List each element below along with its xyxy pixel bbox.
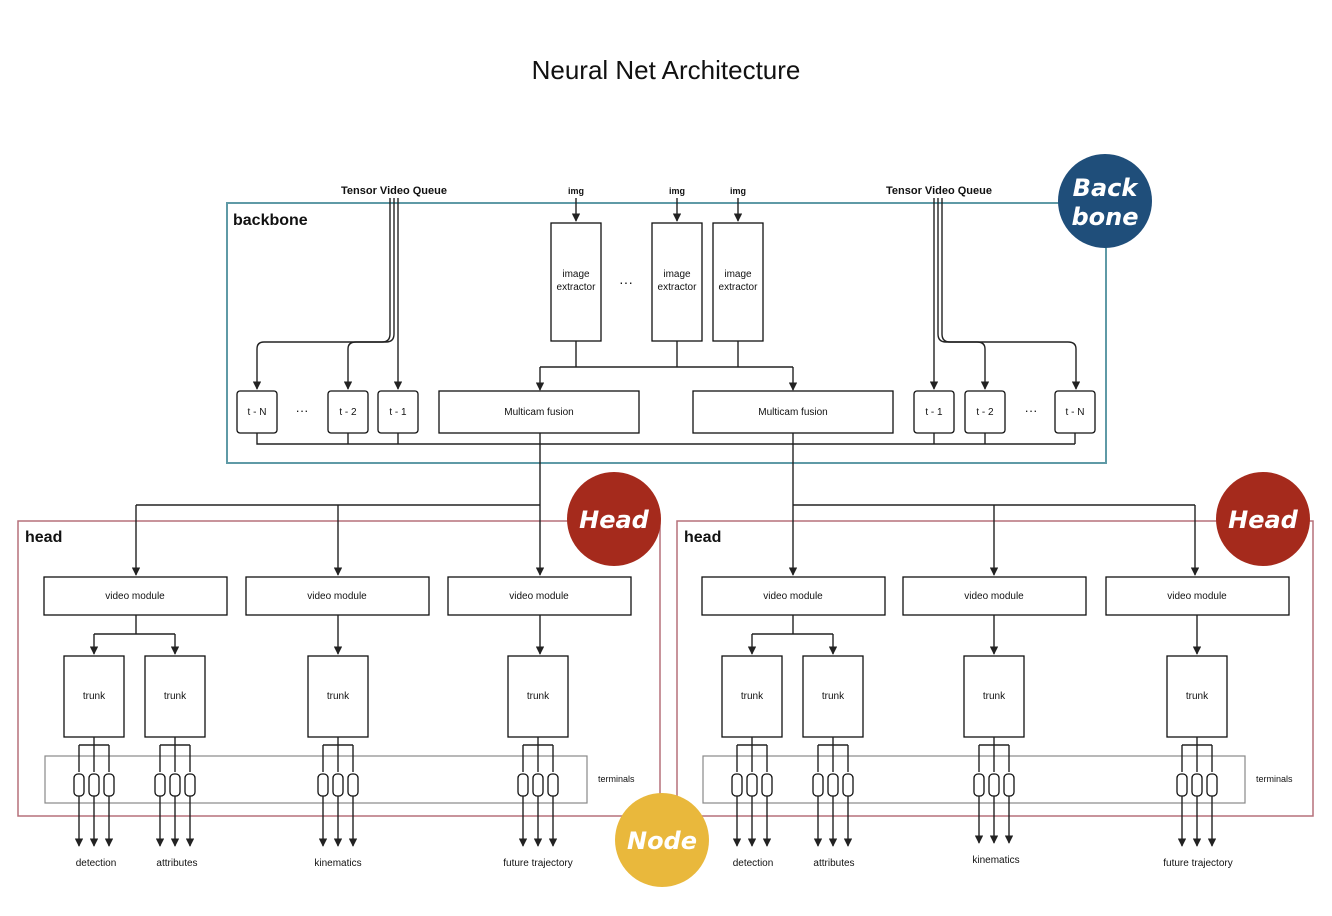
- head-frame-right: [676, 520, 1314, 817]
- output-label: kinematics: [972, 855, 1019, 866]
- head-badge-right-text: Head: [1228, 506, 1299, 534]
- image-extractor-box: [712, 222, 764, 342]
- output-label: attributes: [156, 858, 197, 869]
- node-badge-text: Node: [627, 827, 697, 855]
- video-module-box: [902, 576, 1087, 616]
- page-title: Neural Net Architecture: [532, 55, 801, 85]
- backbone-label: backbone: [233, 212, 308, 229]
- video-module-label: video module: [964, 591, 1024, 602]
- node-badge: Node: [615, 793, 709, 887]
- terminal-cluster: [1176, 737, 1218, 847]
- terminal-cluster: [973, 737, 1015, 844]
- video-module-box: [447, 576, 632, 616]
- trunk-label: trunk: [983, 691, 1006, 702]
- terminal-cluster: [154, 737, 196, 847]
- frame-label: t - 1: [925, 407, 943, 418]
- terminals-label: terminals: [1256, 774, 1293, 784]
- video-module-label: video module: [763, 591, 823, 602]
- trunk-label: trunk: [822, 691, 845, 702]
- image-extractor-label: extractor: [658, 282, 698, 293]
- trunk-label: trunk: [164, 691, 187, 702]
- backbone-badge-line2: bone: [1071, 203, 1138, 231]
- ellipsis: ···: [1025, 403, 1038, 418]
- trunk-box: [721, 655, 783, 738]
- output-label: kinematics: [314, 858, 361, 869]
- terminal-cluster: [731, 737, 773, 847]
- trunk-label: trunk: [1186, 691, 1209, 702]
- output-label: future trajectory: [503, 858, 572, 869]
- tensor-video-queue-left: Tensor Video Queue: [341, 185, 447, 197]
- ellipsis: ···: [619, 274, 633, 290]
- video-module-label: video module: [509, 591, 569, 602]
- frame-label: t - 2: [976, 407, 994, 418]
- terminals-label: terminals: [598, 774, 635, 784]
- head-badge-left-text: Head: [579, 506, 650, 534]
- terminals-frame: [44, 755, 588, 804]
- multicam-fusion-box: [692, 390, 894, 434]
- image-extractor-box: [651, 222, 703, 342]
- head-label: head: [25, 529, 62, 546]
- image-extractor-label: image: [663, 269, 691, 280]
- image-extractor-box: [550, 222, 602, 342]
- image-extractor-label: extractor: [557, 282, 597, 293]
- terminal-cluster: [73, 737, 115, 847]
- img-label: img: [730, 186, 746, 196]
- video-module-box: [701, 576, 886, 616]
- video-module-box: [43, 576, 228, 616]
- trunk-label: trunk: [527, 691, 550, 702]
- terminal-cluster: [317, 737, 359, 847]
- tensor-video-queue-right: Tensor Video Queue: [886, 185, 992, 197]
- video-module-box: [1105, 576, 1290, 616]
- output-label: attributes: [813, 858, 854, 869]
- image-extractor-label: image: [562, 269, 590, 280]
- multicam-fusion-label: Multicam fusion: [504, 407, 573, 418]
- output-label: detection: [76, 858, 117, 869]
- terminal-cluster: [812, 737, 854, 847]
- backbone-badge: Back bone: [1058, 154, 1152, 248]
- video-module-label: video module: [1167, 591, 1227, 602]
- trunk-box: [144, 655, 206, 738]
- trunk-box: [307, 655, 369, 738]
- video-module-box: [245, 576, 430, 616]
- terminal-cluster: [517, 737, 559, 847]
- head-frame-left: [17, 520, 661, 817]
- multicam-fusion-box: [438, 390, 640, 434]
- video-module-label: video module: [307, 591, 367, 602]
- output-label: detection: [733, 858, 774, 869]
- ellipsis: ···: [296, 403, 309, 418]
- frame-label: t - 2: [339, 407, 357, 418]
- img-label: img: [568, 186, 584, 196]
- terminals-frame: [702, 755, 1246, 804]
- video-module-label: video module: [105, 591, 165, 602]
- backbone-frame: [226, 202, 1107, 464]
- head-badge-right: Head: [1216, 472, 1310, 566]
- output-label: future trajectory: [1163, 858, 1232, 869]
- frame-label: t - N: [1066, 407, 1085, 418]
- backbone-badge-line1: Back: [1073, 174, 1140, 202]
- trunk-label: trunk: [741, 691, 764, 702]
- image-extractor-label: image: [724, 269, 752, 280]
- image-extractor-label: extractor: [719, 282, 759, 293]
- frame-label: t - N: [248, 407, 267, 418]
- head-badge-left: Head: [567, 472, 661, 566]
- trunk-label: trunk: [327, 691, 350, 702]
- frame-label: t - 1: [389, 407, 407, 418]
- trunk-label: trunk: [83, 691, 106, 702]
- multicam-fusion-label: Multicam fusion: [758, 407, 827, 418]
- head-label: head: [684, 529, 721, 546]
- trunk-box: [963, 655, 1025, 738]
- img-label: img: [669, 186, 685, 196]
- trunk-box: [507, 655, 569, 738]
